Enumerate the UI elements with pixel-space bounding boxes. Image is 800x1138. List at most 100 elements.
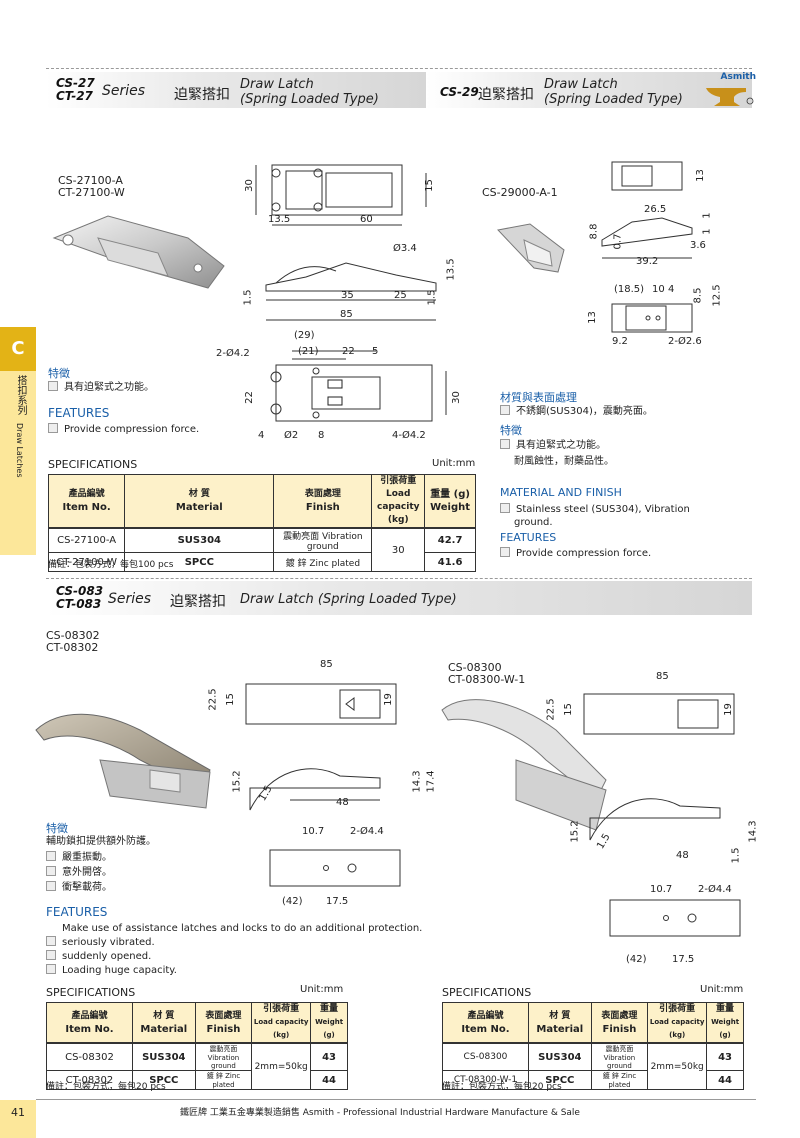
dim-label: 2-Ø4.4 (350, 826, 384, 837)
header-rule (46, 68, 752, 69)
side-tab-en: Draw Latches (15, 423, 24, 478)
dim-label: 1.5 (242, 289, 254, 306)
feature-en-item: Provide compression force. (500, 546, 651, 561)
series-en-title: Draw Latch(Spring Loaded Type) (240, 77, 379, 107)
series-en-title-2: Draw Latch(Spring Loaded Type) (544, 77, 683, 107)
dim-label: 15 (562, 703, 574, 716)
feature-cn-item: 意外開啓。 (46, 865, 112, 880)
dim-label: 14.3 (747, 820, 759, 843)
feature-en-item: Make use of assistance latches and locks… (62, 923, 423, 934)
spec-unit-left: Unit:mm (300, 984, 344, 995)
spec-unit: Unit:mm (432, 458, 476, 469)
feature-cn-item: 具有迫緊式之功能。 (48, 380, 154, 395)
dim-label: 15 (423, 179, 435, 192)
brand-logo: Asmith (700, 72, 756, 108)
dim-label: 85 (656, 671, 669, 682)
spec-note-left: 備註：包裝方式，每包20 pcs (46, 1082, 166, 1092)
series-label: Series (102, 83, 146, 99)
series-cn-title-3: 迫緊搭扣 (170, 594, 226, 610)
spec-title-right: SPECIFICATIONS (442, 986, 532, 999)
dim-label: 1 (701, 228, 713, 235)
product-photo-cs29 (497, 223, 565, 273)
dim-label: (42) (626, 954, 647, 965)
drawing-cs27 (255, 164, 447, 422)
series-header-bar-3 (46, 581, 752, 615)
dim-label: (18.5) (614, 284, 645, 295)
dim-label: 22.5 (207, 688, 219, 711)
feature-cn-item: 輔助鎖扣提供額外防護。 (46, 836, 156, 847)
dim-label: 48 (676, 850, 689, 861)
dim-label: 10 (652, 284, 665, 295)
spec-title-left: SPECIFICATIONS (46, 986, 136, 999)
dim-label: 39.2 (636, 256, 659, 267)
dim-label: 3.6 (690, 240, 706, 251)
dim-label: 4 (258, 430, 265, 441)
dim-label: 10.7 (302, 826, 325, 837)
dim-label: 35 (341, 290, 354, 301)
dim-label: 19 (382, 693, 394, 706)
dim-label: 19 (722, 703, 734, 716)
features-en-title: FEATURES (48, 406, 110, 420)
feature-cn-item: 衝擊載荷。 (46, 880, 112, 895)
dim-label: 2-Ø4.4 (698, 884, 732, 895)
drawing-cs29 (601, 161, 693, 333)
feature-en-item: seriously vibrated. (46, 935, 155, 950)
dim-label: Ø3.4 (393, 243, 417, 254)
side-tab-letter: C (0, 327, 36, 371)
dim-label: 26.5 (644, 204, 667, 215)
dim-label: 2-Ø4.2 (216, 348, 250, 359)
dim-label: Ø2 (284, 430, 299, 441)
dim-label: 17.5 (326, 896, 349, 907)
series-en-title-3: Draw Latch (Spring Loaded Type) (240, 592, 457, 607)
dim-label: 13 (694, 169, 706, 182)
footer-rule (36, 1099, 756, 1100)
spec-unit-right: Unit:mm (700, 984, 744, 995)
drawing-cs08302 (245, 683, 401, 887)
dim-label: 8.5 (692, 287, 704, 304)
material-title-en: MATERIAL AND FINISH (500, 486, 622, 499)
material-en-item: Stainless steel (SUS304), Vibration (500, 502, 690, 517)
spec-note-right: 備註：包裝方式，每包20 pcs (442, 1082, 562, 1092)
dim-label: (21) (298, 346, 319, 357)
dim-label: 1 (701, 212, 713, 219)
side-tab-cn: 搭扣系列 (15, 375, 26, 415)
dim-label: 30 (243, 179, 255, 192)
dim-label: 22.5 (545, 698, 557, 721)
dim-label: 13.5 (445, 258, 457, 281)
side-tab: C 搭扣系列 Draw Latches (0, 327, 36, 555)
features-cn-title-3: 特徵 (46, 822, 68, 835)
dim-label: 85 (320, 659, 333, 670)
feature-en-item: Loading huge capacity. (46, 963, 177, 978)
dim-label: 15.2 (231, 770, 243, 793)
dim-label: 14.3 (411, 770, 423, 793)
features-en-title-3: FEATURES (46, 905, 108, 919)
spec-title: SPECIFICATIONS (48, 458, 138, 471)
material-cn-item: 不銹鋼(SUS304)，震動亮面。 (500, 404, 653, 419)
dim-label: 25 (394, 290, 407, 301)
item-code-cs29: CS-29000-A-1 (482, 186, 558, 199)
header-rule-2 (46, 578, 752, 579)
dim-label: 1.5 (426, 289, 438, 306)
dim-label: 2-Ø2.6 (668, 336, 702, 347)
feature-en-item: suddenly opened. (46, 949, 151, 964)
drawing-cs08300 (583, 693, 741, 937)
series-cn-title: 迫緊搭扣 (174, 87, 230, 103)
dim-label: 22 (243, 391, 255, 404)
dim-label: 22 (342, 346, 355, 357)
dim-label: 8 (318, 430, 325, 441)
product-photo-cs08302 (35, 713, 211, 809)
features-en-title-2: FEATURES (500, 531, 557, 544)
dim-label: 85 (340, 309, 353, 320)
dim-label: (29) (294, 330, 315, 341)
dim-label: 4-Ø4.2 (392, 430, 426, 441)
